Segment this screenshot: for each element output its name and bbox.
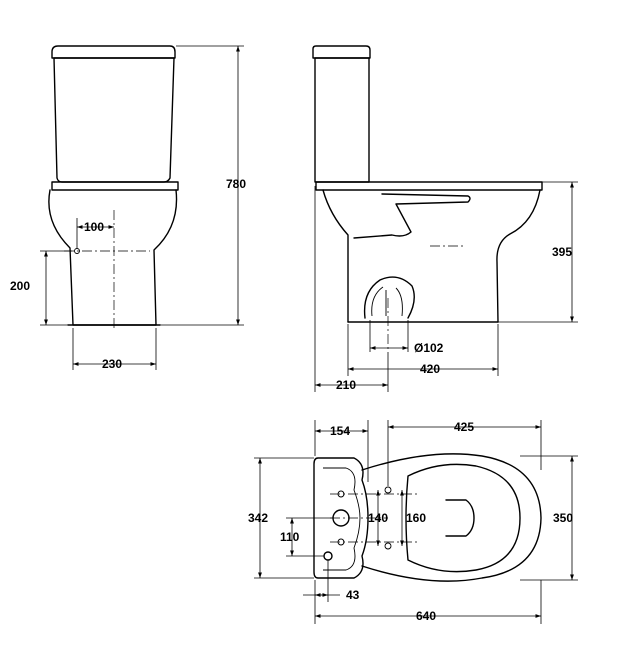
front-bowl-rim bbox=[51, 181, 179, 191]
top-view: 154 425 342 110 140 160 350 43 bbox=[248, 420, 578, 624]
dim-top-tank-depth: 154 bbox=[330, 424, 350, 438]
front-fixing-point bbox=[74, 248, 80, 254]
side-bowl-top bbox=[315, 181, 543, 191]
dim-top-bowl-length: 425 bbox=[454, 420, 474, 434]
front-view: 780 100 200 230 bbox=[10, 45, 246, 371]
side-cistern-body bbox=[314, 57, 370, 183]
side-cistern-lid bbox=[312, 45, 371, 59]
side-outlet-cutout bbox=[363, 276, 415, 319]
dim-front-outlet-height: 200 bbox=[10, 279, 30, 293]
dim-top-fixing-height: 110 bbox=[280, 530, 300, 544]
front-cistern-body bbox=[53, 57, 175, 183]
dim-top-overall-length: 640 bbox=[416, 609, 436, 623]
side-trapway bbox=[353, 193, 471, 239]
side-bowl-back bbox=[322, 189, 349, 323]
dim-front-base-width: 230 bbox=[102, 357, 122, 371]
dim-front-height: 780 bbox=[226, 177, 246, 191]
dim-top-inlet-spacing: 140 bbox=[368, 511, 388, 525]
dim-side-wall-offset: 210 bbox=[336, 378, 356, 392]
dim-front-outlet-offset: 100 bbox=[84, 220, 104, 234]
top-bowl-inner bbox=[405, 463, 521, 573]
dim-side-base-length: 420 bbox=[420, 362, 440, 376]
dim-side-bowl-height: 395 bbox=[552, 245, 572, 259]
dim-top-width: 342 bbox=[248, 511, 268, 525]
dim-top-overall-width: 350 bbox=[553, 511, 573, 525]
side-bowl-front bbox=[496, 189, 541, 323]
top-water-area bbox=[445, 499, 475, 537]
front-cistern-lid bbox=[51, 45, 176, 59]
front-pedestal bbox=[48, 189, 178, 326]
dim-side-outlet-diameter: Ø102 bbox=[414, 341, 444, 355]
top-bowl-outline bbox=[361, 453, 542, 582]
dim-top-inlet-offset: 43 bbox=[346, 588, 360, 602]
side-view: Ø102 395 420 210 bbox=[312, 45, 578, 392]
dim-top-seat-spacing: 160 bbox=[406, 511, 426, 525]
